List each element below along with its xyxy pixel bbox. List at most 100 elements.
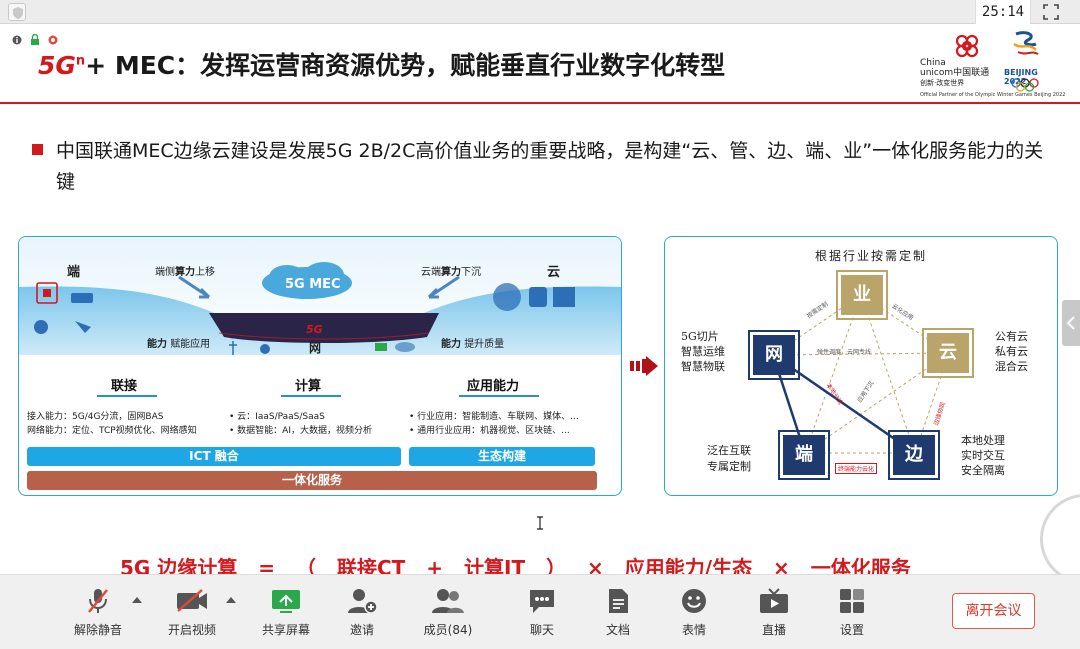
beijing-2022-emblem-icon	[1006, 30, 1046, 64]
chat-label: 聊天	[512, 621, 572, 638]
unmute-button[interactable]: 解除静音	[68, 587, 128, 639]
connect-line-1: 接入能力：5G/4G分流，固网BAS	[27, 409, 163, 422]
formula-equals: =	[258, 556, 275, 574]
cloud-compute-note: 云端算力下沉	[421, 263, 481, 278]
brand-line2: unicom中国联通	[920, 68, 989, 78]
section-connect-title: 联接	[111, 375, 137, 394]
chat-icon	[527, 587, 557, 615]
mec-architecture-panel: 端 云 端侧算力上移 云端算力下沉 5G MEC 能力 赋能应用 能力 提升质量…	[18, 236, 622, 496]
formula-term-5: 一体化服务	[811, 556, 911, 574]
title-divider	[0, 102, 1080, 104]
emoji-label: 表情	[664, 621, 724, 638]
node-wang: 网	[753, 335, 795, 375]
compute-line-1: • 云：IaaS/PaaS/SaaS	[229, 409, 325, 422]
formula-term-2: 联接CT	[337, 556, 405, 574]
formula-rparen: ）	[546, 556, 566, 574]
five-in-one-panel: 根据行业按需定制 业 网 云 端 边 5G切片 智慧运维 智慧物联 公有云 私有…	[664, 236, 1058, 496]
document-label: 文档	[588, 621, 648, 638]
olympic-rings-icon	[1010, 78, 1046, 92]
settings-icon	[838, 587, 866, 615]
formula-times-2: ×	[773, 556, 790, 574]
live-stream-label: 直播	[744, 621, 804, 638]
ict-fusion-bar: ICT 融合	[27, 447, 401, 466]
top-caption: 根据行业按需定制	[815, 247, 927, 264]
formula-times-1: ×	[587, 556, 604, 574]
right-arrow-icon	[630, 354, 658, 382]
mec-cloud-label: 5G MEC	[285, 277, 341, 292]
chevron-left-icon	[1062, 300, 1080, 346]
start-video-button[interactable]: 开启视频	[162, 587, 222, 639]
document-button[interactable]: 文档	[588, 587, 648, 639]
start-video-label: 开启视频	[162, 621, 222, 638]
members-label: 成员(84)	[418, 621, 478, 638]
formula-term-3: 计算IT	[464, 556, 525, 574]
window-top-bar: 25:14	[0, 0, 1080, 24]
title-5g: 5G	[38, 51, 76, 80]
formula-line: 5G 边缘计算 = （ 联接CT + 计算IT ） × 应用能力/生态 × 一体…	[120, 552, 925, 574]
app-line-1: • 行业应用：智能制造、车联网、媒体、...	[409, 409, 579, 422]
formula-term-1: 5G 边缘计算	[120, 556, 237, 574]
live-stream-button[interactable]: 直播	[744, 587, 804, 639]
node-ye: 业	[841, 275, 883, 315]
settings-label: 设置	[822, 621, 882, 638]
right-caption: 公有云 私有云 混合云	[995, 329, 1028, 374]
integrated-service-bar: 一体化服务	[27, 471, 597, 490]
formula-term-4: 应用能力/生态	[625, 556, 752, 574]
title-sup: n	[76, 54, 85, 69]
members-button[interactable]: 成员(84)	[418, 587, 478, 639]
bottom-left-caption: 泛在互联 专属定制	[707, 443, 751, 475]
settings-button[interactable]: 设置	[822, 587, 882, 639]
members-icon	[431, 587, 465, 615]
video-options-caret[interactable]	[226, 597, 236, 603]
bullet-square	[32, 144, 43, 155]
net-5g-label: 5G	[306, 323, 323, 336]
leave-meeting-button[interactable]: 离开会议	[952, 593, 1035, 629]
quality-note: 能力 提升质量	[441, 335, 504, 350]
audio-options-caret[interactable]	[132, 597, 142, 603]
end-compute-note: 端侧算力上移	[155, 263, 215, 278]
node-yun: 云	[927, 333, 969, 373]
invite-user-icon	[346, 587, 378, 615]
olympic-partner-note: Official Partner of the Olympic Winter G…	[920, 92, 1065, 98]
section-connect-underline	[97, 395, 157, 397]
brand-logos: China unicom中国联通 创新·改变世界 BEIJING 2022 Of…	[918, 30, 1058, 100]
brand-line1: China	[920, 58, 989, 68]
document-icon	[605, 587, 631, 615]
bullet-text: 中国联通MEC边缘云建设是发展5G 2B/2C高价值业务的重要战略，是构建“云、…	[56, 136, 1046, 198]
bottom-right-caption: 本地处理 实时交互 安全隔离	[961, 433, 1005, 478]
connect-line-2: 网络能力：定位、TCP视频优化、网络感知	[27, 423, 197, 436]
mic-muted-icon	[85, 587, 111, 615]
side-collapse-tab[interactable]	[1062, 300, 1080, 346]
security-shield-icon[interactable]	[8, 3, 26, 21]
meeting-timer: 25:14	[975, 0, 1031, 24]
chat-button[interactable]: 聊天	[512, 587, 572, 639]
china-unicom-wordmark: China unicom中国联通 创新·改变世界	[920, 58, 989, 88]
share-screen-icon	[270, 587, 302, 615]
camera-off-icon	[175, 587, 209, 615]
brand-line3: 创新·改变世界	[920, 78, 989, 88]
info-icon	[12, 30, 22, 40]
cloud-label: 云	[547, 261, 560, 280]
left-caption: 5G切片 智慧运维 智慧物联	[681, 329, 725, 374]
fullscreen-icon[interactable]	[1042, 3, 1060, 21]
section-compute-underline	[281, 395, 341, 397]
title-main: + MEC：发挥运营商资源优势，赋能垂直行业数字化转型	[85, 51, 725, 80]
formula-lparen: （	[296, 556, 316, 574]
section-app-underline	[459, 395, 539, 397]
ecosystem-bar: 生态构建	[409, 447, 595, 466]
meeting-toolbar: 解除静音 开启视频 共享屏幕 邀请	[0, 574, 1080, 649]
node-duan: 端	[783, 435, 825, 475]
record-icon	[48, 30, 58, 40]
section-compute-title: 计算	[295, 375, 321, 394]
app-line-2: • 通用行业应用：机器视觉、区块链、...	[409, 423, 570, 436]
share-screen-button[interactable]: 共享屏幕	[256, 587, 316, 639]
net-label: 网	[309, 339, 321, 356]
live-stream-icon	[758, 587, 790, 615]
invite-label: 邀请	[332, 621, 392, 638]
edge-wang-yun: 弹性调度，云网专线	[817, 347, 871, 356]
emoji-button[interactable]: 表情	[664, 587, 724, 639]
section-app-title: 应用能力	[467, 375, 519, 394]
invite-button[interactable]: 邀请	[332, 587, 392, 639]
compute-line-2: • 数据智能：AI，大数据，视频分析	[229, 423, 372, 436]
unmute-label: 解除静音	[68, 621, 128, 638]
